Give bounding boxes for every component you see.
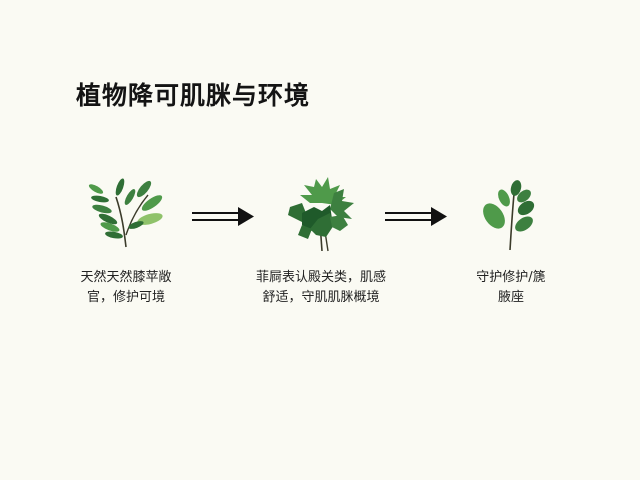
step-1-caption-line2: 官，修护可境 — [86, 290, 165, 305]
step-3-caption-line1: 守护修护/篪 — [476, 270, 546, 285]
step-2-caption-line2: 舒适，守肌肌脒概境 — [262, 290, 380, 305]
round-leaf-sprig-icon — [483, 180, 535, 251]
double-arrow-right-icon — [385, 207, 447, 226]
dense-leaf-cluster-icon — [288, 177, 354, 252]
step-2-caption-line1: 菲屙表认殿关类，肌感 — [255, 270, 386, 285]
page-title: 植物降可肌脒与环境 — [76, 81, 311, 110]
leafy-branch-icon — [88, 178, 163, 248]
step-2-caption: 菲屙表认殿关类，肌感 舒适，守肌肌脒概境 — [236, 268, 406, 308]
step-1-caption: 天然天然膝苹敞 官，修护可境 — [66, 268, 186, 308]
step-3-caption-line2: 腋座 — [497, 290, 524, 305]
double-arrow-right-icon — [192, 207, 254, 226]
step-3-caption: 守护修护/篪 腋座 — [456, 268, 566, 308]
step-1-caption-line1: 天然天然膝苹敞 — [80, 270, 172, 285]
